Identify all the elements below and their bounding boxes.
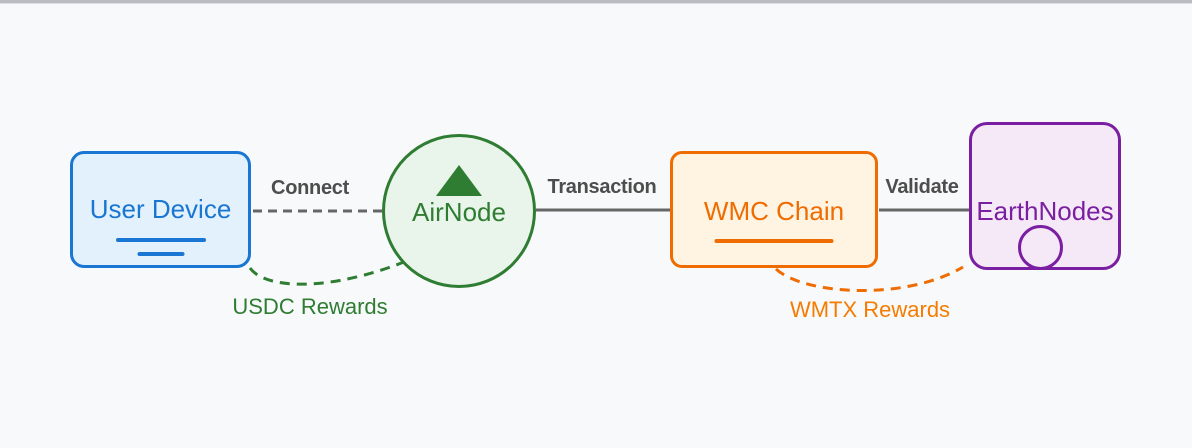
edge-wmtx-rewards-curve (774, 265, 964, 292)
node-earthnodes-label: EarthNodes (976, 196, 1114, 226)
node-airnode: AirNode (382, 134, 536, 288)
node-user-device-label: User Device (89, 194, 232, 224)
edge-label-transaction: Transaction (544, 176, 660, 198)
edge-usdc-rewards-curve (248, 260, 405, 286)
triangle-icon (436, 165, 482, 196)
node-user-device: User Device (70, 151, 251, 268)
edge-label-connect: Connect (268, 177, 352, 199)
edge-label-validate: Validate (882, 176, 962, 198)
window-top-edge (0, 0, 1192, 4)
node-wmc-chain-label: WMC Chain (703, 196, 845, 226)
node-airnode-label: AirNode (412, 197, 506, 227)
node-wmc-chain: WMC Chain (670, 151, 878, 268)
edge-label-wmtx-rewards: WMTX Rewards (789, 297, 951, 322)
edge-label-usdc-rewards: USDC Rewards (232, 294, 388, 319)
underline-icon (714, 239, 834, 243)
circle-icon (1018, 225, 1063, 270)
